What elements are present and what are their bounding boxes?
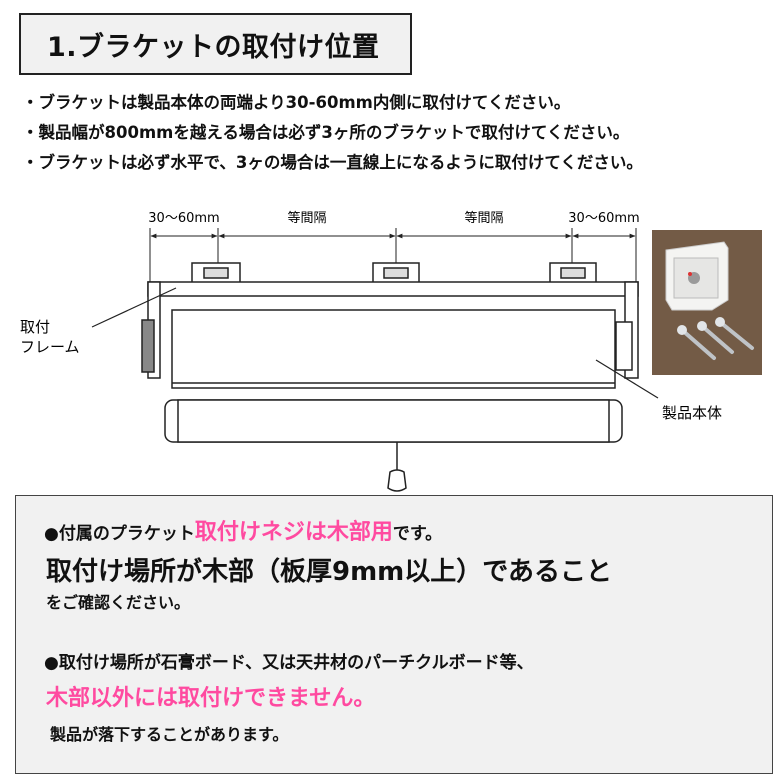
notes-list: ・ブラケットは製品本体の両端より30-60mm内側に取付けてください。 ・製品幅…	[22, 92, 643, 182]
bracket-and-screws-photo	[652, 230, 762, 375]
note-item: ・ブラケットは必ず水平で、3ヶの場合は一直線上になるように取付けてください。	[22, 153, 643, 172]
dim-left-label: 30～60mm	[148, 211, 219, 226]
warning-line-1-suffix: です。	[392, 524, 443, 544]
warning-line-1-highlight: 取付けネジは木部用	[194, 520, 393, 545]
warning-line-2: 取付け場所が木部（板厚9mm以上）であること	[46, 557, 613, 587]
warning-line-4: ●取付け場所が石膏ボード、又は天井材のパーチクルボード等、	[44, 653, 534, 673]
product-body	[164, 309, 623, 443]
mounting-frame	[141, 281, 639, 379]
dim-mid-left-label: 等間隔	[287, 210, 326, 226]
dim-mid-right-label: 等間隔	[464, 210, 503, 226]
warning-line-3: をご確認ください。	[46, 593, 191, 612]
roller-blind-diagram: 30～60mm 等間隔 等間隔 30～60mm 取付 フレーム 製品本体	[20, 210, 722, 492]
brackets	[191, 262, 597, 284]
frame-label-2: フレーム	[20, 338, 80, 356]
section-title-text: 1.ブラケットの取付け位置	[47, 31, 380, 63]
warning-line-1: ●付属のプラケット取付けネジは木部用です。	[44, 514, 442, 546]
dimension-lines	[149, 228, 637, 282]
warning-line-5: 木部以外には取付けできません。	[46, 686, 376, 711]
note-item: ・ブラケットは製品本体の両端より30-60mm内側に取付けてください。	[22, 93, 571, 112]
section-title: 1.ブラケットの取付け位置	[19, 13, 412, 75]
dim-right-label: 30～60mm	[568, 211, 639, 226]
frame-label-1: 取付	[20, 318, 50, 336]
note-item: ・製品幅が800mmを越える場合は必ず3ヶ所のブラケットで取付けてください。	[22, 123, 630, 142]
warning-box: ●付属のプラケット取付けネジは木部用です。 取付け場所が木部（板厚9mm以上）で…	[15, 495, 773, 774]
pull-cord-knob	[387, 469, 407, 492]
body-label: 製品本体	[662, 404, 722, 422]
warning-line-6: 製品が落下することがあります。	[50, 725, 289, 744]
warning-line-1-prefix: ●付属のプラケット	[44, 524, 195, 544]
